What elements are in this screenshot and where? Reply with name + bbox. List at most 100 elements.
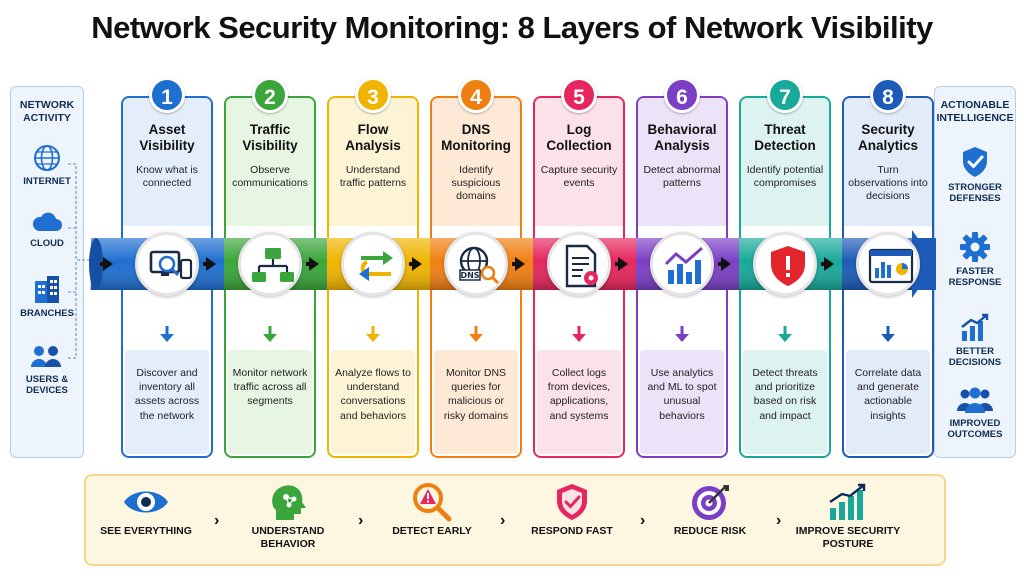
layer-card-header: Log Collection Capture security events xyxy=(535,98,623,226)
layer-icon-circle xyxy=(753,232,817,296)
layer-down-arrow xyxy=(741,326,829,347)
layer-detail: Monitor network traffic across all segme… xyxy=(232,367,308,408)
benefit-chevron: › xyxy=(776,512,782,529)
layer-card-header: DNS Monitoring Identify suspicious domai… xyxy=(432,98,520,226)
flow-chevron-icon xyxy=(100,255,118,278)
layer-title: Threat Detection xyxy=(754,122,816,154)
layer-detail: Monitor DNS queries for malicious or ris… xyxy=(443,367,509,422)
layer-icon-circle xyxy=(238,232,302,296)
layer-down-arrow xyxy=(123,326,211,347)
detect-early-label: DETECT EARLY xyxy=(392,525,472,537)
target-icon xyxy=(692,485,729,520)
layer-number-badge: 1 xyxy=(149,77,185,113)
layer-card-header: Traffic Visibility Observe communication… xyxy=(226,98,314,226)
branches-label: BRANCHES xyxy=(20,308,74,319)
layer-detail-box: Use analytics and ML to spot unusual beh… xyxy=(640,350,724,454)
stronger-defenses-label: STRONGER DEFENSES xyxy=(948,182,1002,205)
network-activity-internet: INTERNET xyxy=(11,143,83,187)
faster-response-label: FASTER RESPONSE xyxy=(948,266,1002,289)
layer-detail-box: Analyze flows to understand conversation… xyxy=(331,350,415,454)
layer-number-badge: 3 xyxy=(355,77,391,113)
improve-security-posture-label: IMPROVE SECURITY POSTURE xyxy=(795,525,901,550)
layer-detail-box: Detect threats and prioritize based on r… xyxy=(743,350,827,454)
layer-detail: Collect logs from devices, applications,… xyxy=(547,367,611,422)
layer-title: Log Collection xyxy=(546,122,612,154)
reduce-risk-label: REDUCE RISK xyxy=(673,525,747,537)
layer-description: Detect abnormal patterns xyxy=(643,164,721,190)
improved-outcomes-label: IMPROVED OUTCOMES xyxy=(947,418,1003,441)
flow-chevron-icon xyxy=(615,255,633,278)
layer-detail-box: Monitor network traffic across all segme… xyxy=(228,350,312,454)
layer-detail-box: Correlate data and generate actionable i… xyxy=(846,350,930,454)
layer-card-1: Asset Visibility Know what is connected … xyxy=(121,96,213,458)
growth-chart-icon xyxy=(829,483,866,520)
brain-head-icon xyxy=(272,485,306,520)
outcome-improved-outcomes: IMPROVED OUTCOMES xyxy=(935,385,1015,441)
shield-check-icon xyxy=(963,147,987,177)
flow-chevron-icon xyxy=(409,255,427,278)
layer-number-badge: 8 xyxy=(870,77,906,113)
layer-title: Behavioral Analysis xyxy=(647,122,717,154)
asset-monitor-icon xyxy=(149,250,193,280)
internet-label: INTERNET xyxy=(23,176,71,187)
layer-down-arrow xyxy=(226,326,314,347)
layer-number-badge: 5 xyxy=(561,77,597,113)
benefit-chevron: › xyxy=(640,512,646,529)
layer-detail-box: Discover and inventory all assets across… xyxy=(125,350,209,454)
layer-detail: Analyze flows to understand conversation… xyxy=(335,367,411,422)
flow-arrows-icon xyxy=(359,251,393,281)
layer-icon-circle xyxy=(135,232,199,296)
layer-card-header: Flow Analysis Understand traffic pattern… xyxy=(329,98,417,226)
layer-number-badge: 4 xyxy=(458,77,494,113)
activity-connectors xyxy=(68,163,90,359)
log-document-icon xyxy=(565,244,598,288)
layer-icon-circle xyxy=(650,232,714,296)
users-icon xyxy=(31,346,61,367)
layer-card-header: Security Analytics Turn observations int… xyxy=(844,98,932,226)
growth-chart-icon xyxy=(961,313,989,341)
globe-icon xyxy=(34,145,60,171)
layer-detail-box: Collect logs from devices, applications,… xyxy=(537,350,621,454)
layer-description: Understand traffic patterns xyxy=(339,164,407,190)
building-icon xyxy=(35,276,59,303)
network-activity-heading: NETWORK ACTIVITY xyxy=(19,99,75,125)
layer-down-arrow xyxy=(329,326,417,347)
actionable-intelligence-panel: ACTIONABLE INTELLIGENCE STRONGER DEFENSE… xyxy=(934,86,1016,458)
layer-card-header: Behavioral Analysis Detect abnormal patt… xyxy=(638,98,726,226)
layer-number-badge: 6 xyxy=(664,77,700,113)
team-icon xyxy=(957,387,993,413)
layer-detail: Correlate data and generate actionable i… xyxy=(854,367,922,422)
layer-detail: Detect threats and prioritize based on r… xyxy=(752,367,818,422)
benefit-chevron: › xyxy=(500,512,506,529)
layer-card-header: Asset Visibility Know what is connected xyxy=(123,98,211,226)
layer-card-header: Threat Detection Identify potential comp… xyxy=(741,98,829,226)
gear-icon xyxy=(960,232,990,262)
layer-title: Traffic Visibility xyxy=(242,122,298,154)
layer-down-arrow xyxy=(844,326,932,347)
layer-number-badge: 2 xyxy=(252,77,288,113)
threat-shield-icon xyxy=(771,246,805,286)
layer-detail-box: Monitor DNS queries for malicious or ris… xyxy=(434,350,518,454)
layer-icon-circle xyxy=(856,232,920,296)
flow-chevron-icon xyxy=(821,255,839,278)
network-topology-icon xyxy=(252,248,294,282)
layer-detail: Use analytics and ML to spot unusual beh… xyxy=(647,367,717,422)
respond-fast-label: RESPOND FAST xyxy=(531,525,613,537)
magnify-alert-icon xyxy=(413,483,452,522)
layer-down-arrow xyxy=(638,326,726,347)
benefit-improve-security-posture: IMPROVE SECURITY POSTURE xyxy=(786,482,910,550)
outcome-stronger-defenses: STRONGER DEFENSES xyxy=(935,145,1015,205)
benefit-reduce-risk: REDUCE RISK xyxy=(648,482,772,538)
layer-description: Turn observations into decisions xyxy=(848,164,928,203)
see-everything-label: SEE EVERYTHING xyxy=(100,525,192,537)
benefit-see-everything: SEE EVERYTHING xyxy=(84,482,208,538)
cloud-icon xyxy=(32,212,62,231)
flow-chevron-icon xyxy=(306,255,324,278)
network-activity-cloud: CLOUD xyxy=(11,209,83,249)
benefit-chevron: › xyxy=(214,512,220,529)
benefit-chevron: › xyxy=(358,512,364,529)
layer-icon-circle xyxy=(547,232,611,296)
eye-icon xyxy=(124,491,168,513)
layer-description: Identify potential compromises xyxy=(746,164,824,190)
layer-icon-circle: DNS xyxy=(444,232,508,296)
